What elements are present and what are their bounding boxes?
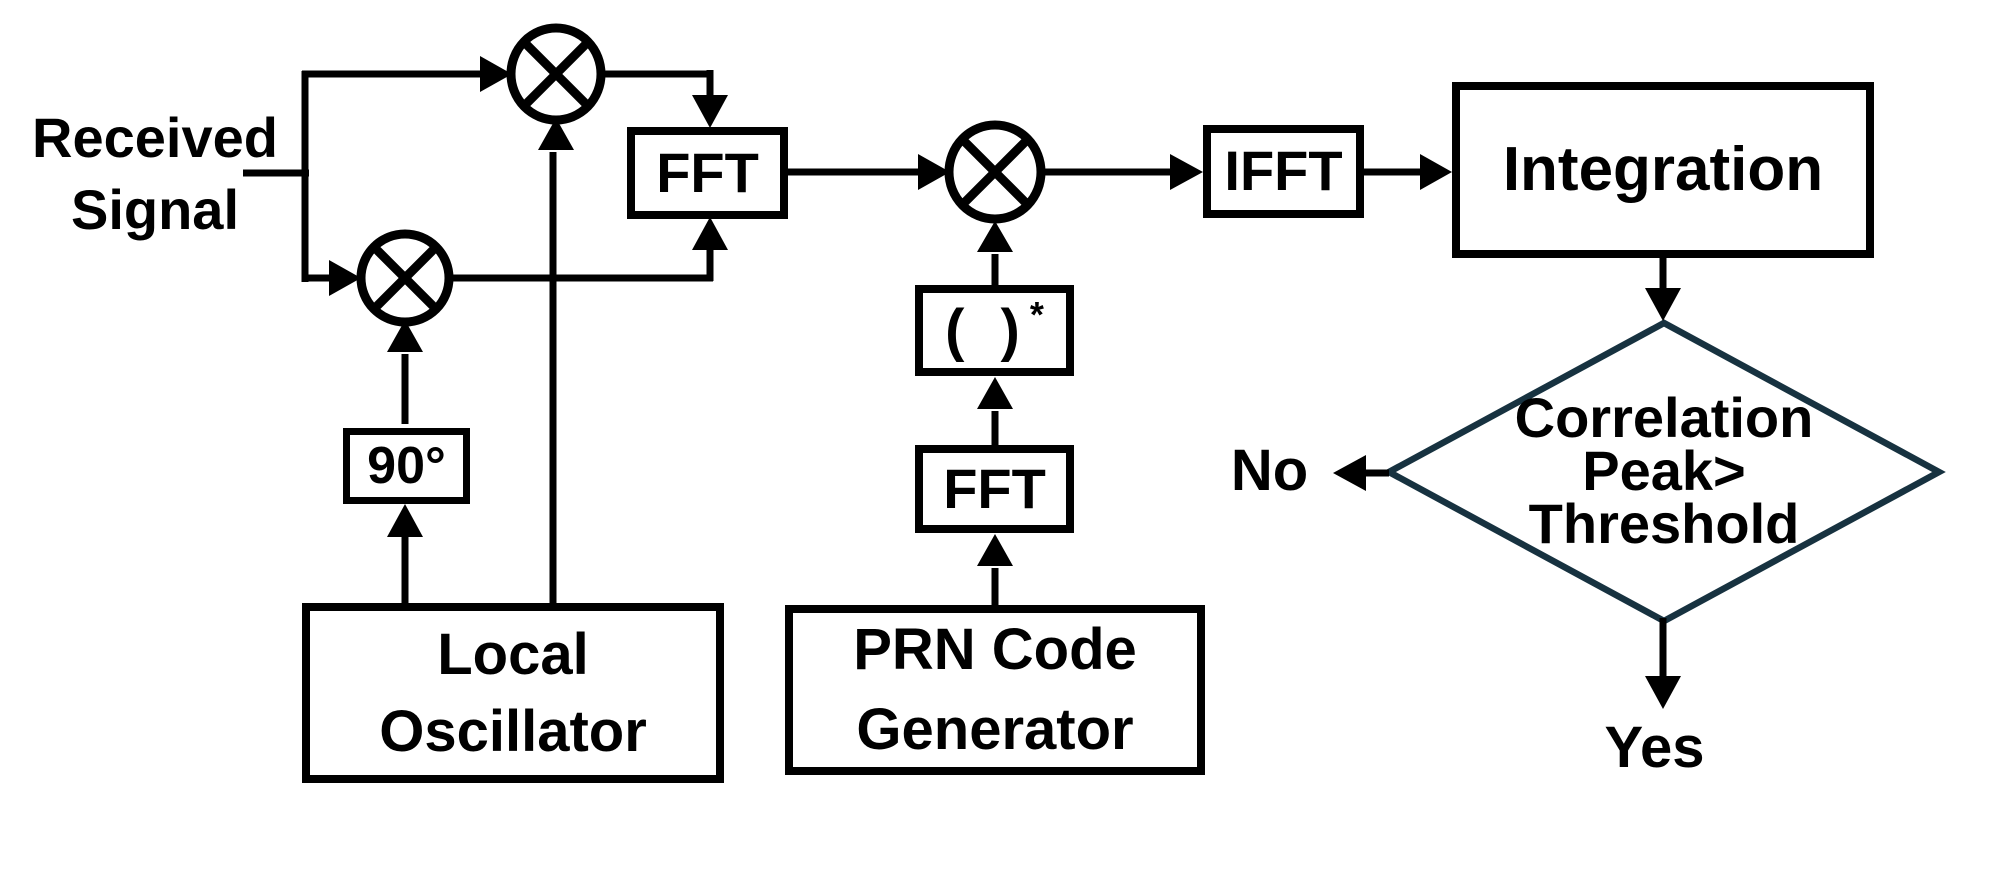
conjugate-asterisk: * [1029, 293, 1044, 335]
decision-label: Correlation Peak> Threshold [1452, 386, 1876, 555]
phase-90-box: 90° [343, 428, 470, 504]
arrowhead-into-90 [387, 504, 423, 537]
arrowhead-into-q-mixer-bottom [387, 320, 423, 352]
received-signal-line2: Signal [70, 178, 240, 241]
arrowhead-into-conj [977, 377, 1013, 409]
integration-label: Integration [1502, 135, 1824, 205]
multiplier-icon-q [356, 229, 454, 327]
prn-generator-line2: Generator [856, 697, 1134, 762]
decision-line1: Correlation [1514, 386, 1814, 449]
prn-generator-line1: PRN Code [853, 617, 1137, 682]
arrowhead-lo-into-i-mixer [538, 118, 574, 150]
decision-line2: Peak> [1582, 439, 1746, 502]
yes-label: Yes [1604, 715, 1705, 780]
signal-connectors [243, 70, 1667, 678]
phase-90-label: 90° [367, 436, 446, 495]
fft-code-box: FFT [915, 445, 1074, 533]
fft-signal-box: FFT [627, 127, 788, 219]
conjugate-box: ( ) * [915, 285, 1074, 376]
integration-box: Integration [1452, 82, 1874, 258]
arrowhead-into-q-mixer [329, 260, 361, 296]
prn-generator-box: PRN Code Generator [785, 605, 1205, 775]
no-label: No [1230, 438, 1309, 503]
multiplier-icon-correlation [944, 120, 1046, 224]
received-signal-line1: Received [32, 106, 278, 169]
arrowheads [329, 56, 1681, 709]
conjugate-label: ( ) [945, 297, 1030, 363]
arrowhead-yes [1645, 676, 1681, 709]
local-oscillator-line1: Local [437, 622, 589, 687]
fft-signal-label: FFT [656, 140, 759, 204]
arrowhead-conj-into-mixer [977, 221, 1013, 252]
arrowhead-into-fft-top [692, 95, 728, 128]
arrowhead-into-i-mixer [480, 56, 512, 92]
received-signal-label: Received Signal [10, 102, 300, 246]
arrowhead-into-corr-mixer [918, 154, 950, 190]
local-oscillator-box: Local Oscillator [302, 603, 724, 783]
arrowhead-into-fftcode [977, 534, 1013, 566]
ifft-box: IFFT [1203, 125, 1364, 218]
multiplier-icon-i [506, 23, 606, 125]
arrowhead-into-ifft [1170, 154, 1203, 190]
arrowhead-into-fft-bottom [692, 217, 728, 250]
ifft-label: IFFT [1224, 139, 1343, 203]
arrowhead-no [1333, 455, 1366, 491]
local-oscillator-line2: Oscillator [379, 699, 647, 764]
fft-code-label: FFT [943, 456, 1046, 520]
arrowhead-into-decision [1645, 288, 1681, 321]
arrowhead-into-integration [1420, 154, 1452, 190]
decision-line3: Threshold [1528, 492, 1800, 555]
